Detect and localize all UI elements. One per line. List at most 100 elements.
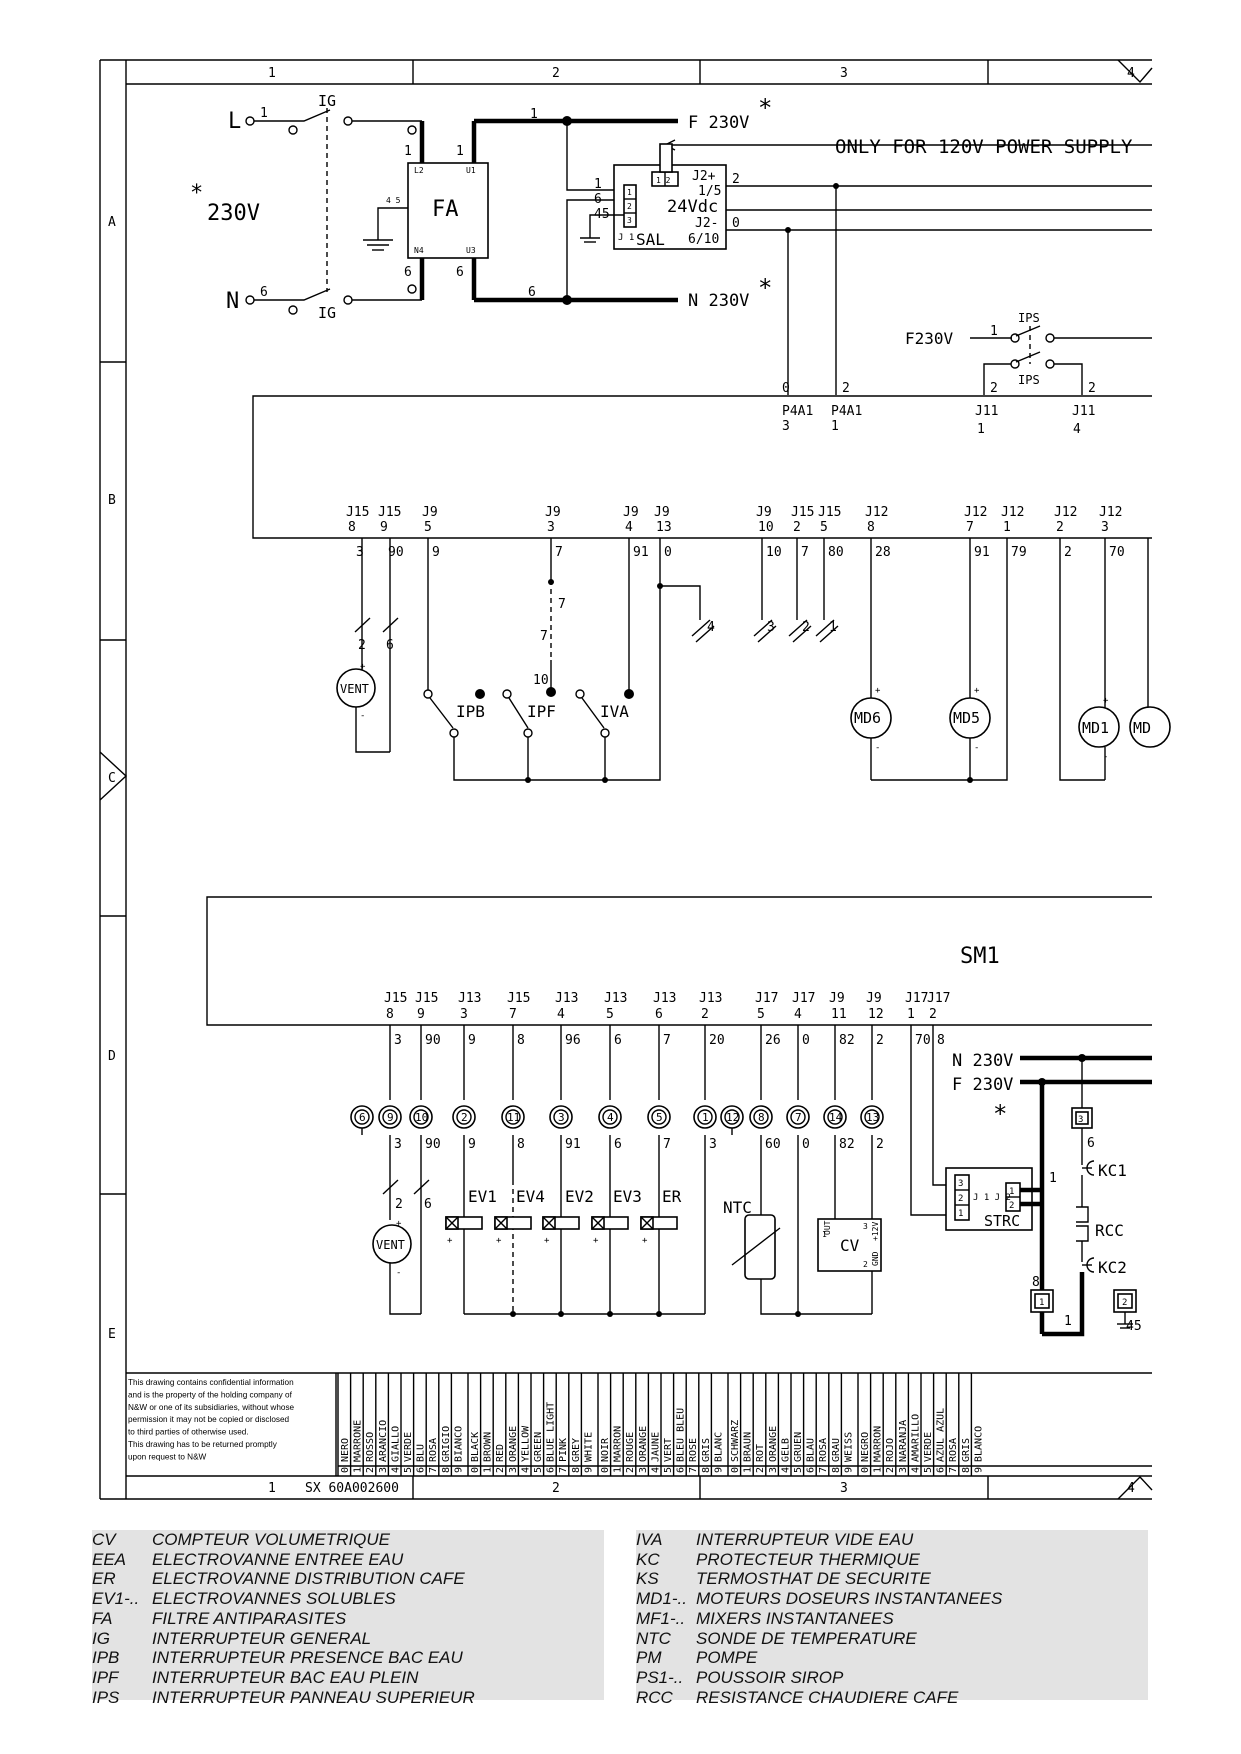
ntc-label: NTC <box>723 1198 752 1217</box>
color-code-number: 9 <box>973 1467 984 1473</box>
color-code-number: 1 <box>613 1467 624 1473</box>
color-name: MARRON <box>613 1426 624 1462</box>
terminal-number: 6 <box>359 1111 366 1124</box>
color-code-number: 3 <box>508 1467 519 1473</box>
color-code-number: 8 <box>961 1467 972 1473</box>
svg-text:3: 3 <box>767 620 775 635</box>
md1-label: MD1 <box>1082 719 1109 737</box>
color-code-number: 5 <box>663 1467 674 1473</box>
ntc-probe: NTC <box>723 1135 872 1317</box>
color-name: BLU <box>416 1444 427 1462</box>
svg-text:6: 6 <box>424 1197 432 1212</box>
b1-wire-number: 7 <box>801 545 809 560</box>
color-code-number: 6 <box>676 1467 687 1473</box>
svg-text:-: - <box>974 743 979 753</box>
ips-switch: F230V IPS IPS 1 2 2 <box>905 311 1152 396</box>
color-code-number: 7 <box>948 1467 959 1473</box>
ig-label-bottom: IG <box>318 304 336 322</box>
b2-connector-name: J15 <box>507 991 530 1006</box>
supply-star: * <box>190 181 203 206</box>
b2-wire-number: 82 <box>839 1033 855 1048</box>
cv-label: CV <box>840 1236 860 1255</box>
terminal-number: 2 <box>461 1111 468 1124</box>
svg-text:45: 45 <box>594 207 610 222</box>
svg-text:U1: U1 <box>466 166 476 175</box>
legend-description: INTERRUPTEUR PRESENCE BAC EAU <box>152 1648 463 1668</box>
b2-connector-name: J15 <box>384 991 407 1006</box>
color-name: ROSSO <box>365 1432 376 1462</box>
drawing-number: SX 60A002600 <box>305 1481 399 1496</box>
legend-description: INTERRUPTEUR BAC EAU PLEIN <box>152 1667 419 1687</box>
title-block: This drawing contains confidential infor… <box>128 1373 1152 1476</box>
ipb-label: IPB <box>456 702 485 721</box>
svg-text:10: 10 <box>533 673 549 688</box>
svg-text:+12V: +12V <box>871 1222 880 1241</box>
b1-wire-number: 70 <box>1109 545 1125 560</box>
b1-connector-name: J12 <box>865 505 888 520</box>
terminal-number: 11 <box>507 1111 520 1124</box>
color-name: SCHWARZ <box>730 1420 741 1462</box>
vent-label-1: VENT <box>340 682 369 696</box>
svg-text:1/5: 1/5 <box>698 184 721 199</box>
color-name: ROSA <box>948 1438 959 1462</box>
legend-code: PS1-.. <box>636 1667 684 1687</box>
control-board-sm1: SM1 J1583J15990J1339J1578J13496J1356J136… <box>206 896 1152 1337</box>
sm1-label: SM1 <box>960 944 1000 969</box>
color-code-number: 5 <box>793 1467 804 1473</box>
confidential-line: permission it may not be copied or discl… <box>128 1415 290 1424</box>
color-code-number: 0 <box>340 1467 351 1473</box>
color-name: NERO <box>340 1438 351 1462</box>
legend-code: IPS <box>92 1687 120 1707</box>
svg-text:6: 6 <box>260 285 268 300</box>
svg-text:6: 6 <box>404 265 412 280</box>
grid-row-b: B <box>108 493 116 508</box>
svg-text:2: 2 <box>358 638 366 653</box>
b1-connector-pin: 5 <box>820 520 828 535</box>
svg-text:2: 2 <box>842 381 850 396</box>
color-name: GRIS <box>961 1438 972 1462</box>
svg-text:2: 2 <box>802 620 810 635</box>
svg-text:N4: N4 <box>414 246 424 255</box>
b1-wire-number: 28 <box>875 545 891 560</box>
svg-text:-: - <box>875 743 880 753</box>
b1-wire-number: 10 <box>766 545 782 560</box>
color-code-number: 0 <box>730 1467 741 1473</box>
md5-label: MD5 <box>953 709 980 727</box>
svg-text:GND: GND <box>871 1251 880 1266</box>
legend-code: IG <box>92 1628 110 1648</box>
b1-wire-number: 7 <box>555 545 563 560</box>
color-name: GRAU <box>831 1438 842 1462</box>
svg-text:0: 0 <box>732 216 740 231</box>
legend-description: MOTEURS DOSEURS INSTANTANEES <box>696 1589 1003 1609</box>
svg-text:L2: L2 <box>414 166 424 175</box>
terminal-connector: 11 <box>501 1105 525 1129</box>
color-name: BLANC <box>713 1432 724 1462</box>
b2-connector-pin: 6 <box>655 1007 663 1022</box>
kc2-label: KC2 <box>1098 1258 1127 1277</box>
b1-connector-name: J15 <box>818 505 841 520</box>
legend-item: EV1-..ELECTROVANNES SOLUBLES <box>92 1589 604 1609</box>
svg-text:6: 6 <box>386 638 394 653</box>
b1-wire-number: 91 <box>633 545 649 560</box>
ips-label-top: IPS <box>1018 311 1040 325</box>
color-name: GRUEN <box>793 1432 804 1462</box>
legend-code: ER <box>92 1569 116 1589</box>
svg-text:3: 3 <box>782 419 790 434</box>
svg-text:4 5: 4 5 <box>386 196 401 205</box>
color-name: NEGRO <box>860 1432 871 1462</box>
color-code-number: 5 <box>923 1467 934 1473</box>
color-name: ROSA <box>818 1438 829 1462</box>
b2-wire-number: 9 <box>468 1033 476 1048</box>
color-code-number: 1 <box>353 1467 364 1473</box>
fa-label: FA <box>432 197 459 222</box>
color-name: RED <box>495 1444 506 1462</box>
terminal-connector: 4 <box>598 1105 622 1129</box>
color-code-number: 2 <box>885 1467 896 1473</box>
ipf-label: IPF <box>527 702 556 721</box>
b1-connector-name: J12 <box>1001 505 1024 520</box>
